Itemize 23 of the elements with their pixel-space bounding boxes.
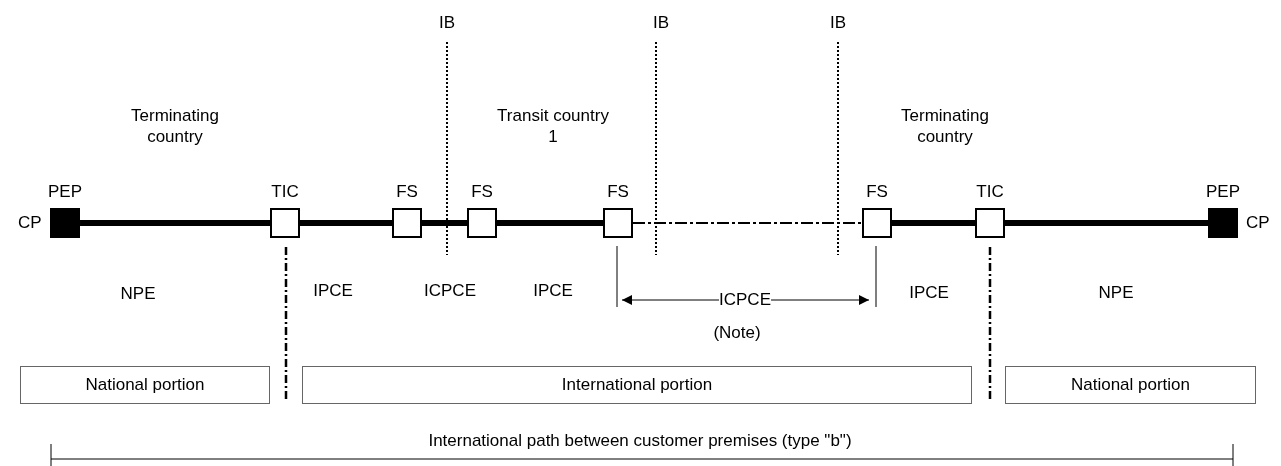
connection-line xyxy=(80,220,270,226)
connection-line xyxy=(892,220,975,226)
node-label: TIC xyxy=(976,182,1004,202)
node-label: FS xyxy=(471,182,493,202)
node-label: PEP xyxy=(48,182,83,202)
node-label: FS xyxy=(396,182,418,202)
node-label: FS xyxy=(866,182,888,202)
portion-bar: International portion xyxy=(302,366,972,404)
connection-line xyxy=(300,220,392,226)
node-label: PEP xyxy=(1206,182,1241,202)
connection-line xyxy=(497,220,603,226)
node-label: TIC xyxy=(271,182,299,202)
endpoint-label: CP xyxy=(18,213,42,233)
connection-line xyxy=(1005,220,1208,226)
endpoint-label: CP xyxy=(1246,213,1270,233)
country-label: Transit country 1 xyxy=(496,105,610,147)
portion-bar: National portion xyxy=(20,366,270,404)
portion-bar: National portion xyxy=(1005,366,1256,404)
country-label: Terminating country xyxy=(130,105,220,147)
node-label: FS xyxy=(607,182,629,202)
country-label: Terminating country xyxy=(900,105,990,147)
dash-dot-line xyxy=(632,222,863,224)
connection-line xyxy=(422,220,467,226)
